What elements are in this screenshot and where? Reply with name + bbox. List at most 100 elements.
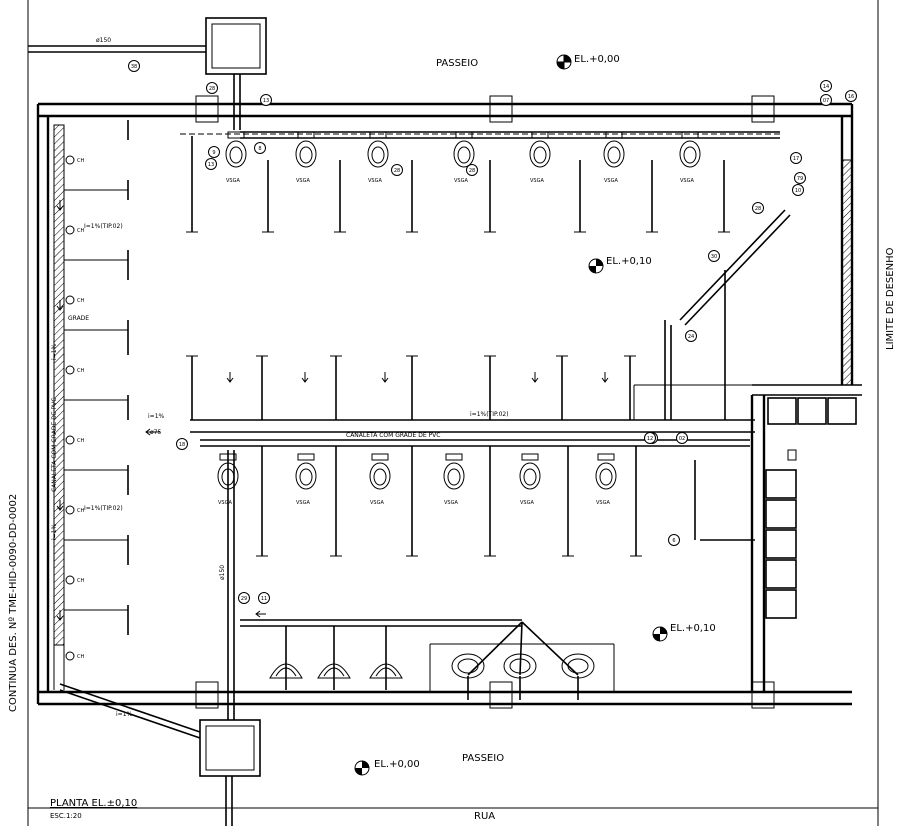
callout-number: 13	[208, 162, 214, 168]
slope-3: i=1%	[148, 413, 165, 420]
callout-number: 28	[209, 86, 215, 92]
toilet-mid: VSGA	[295, 453, 317, 506]
urinals	[269, 626, 403, 690]
callout-bubble: 10	[792, 184, 804, 196]
toilet-top: VSGA	[367, 131, 389, 184]
callout-bubble: 16	[845, 90, 857, 102]
rua-label: RUA	[474, 811, 495, 822]
vsga-label: VSGA	[370, 500, 384, 506]
partitions	[64, 120, 857, 692]
callout-number: 30	[711, 254, 717, 260]
vsga-label: VSGA	[296, 178, 310, 184]
drawing-frame	[27, 0, 879, 826]
toilet-top: VSGA	[529, 131, 551, 184]
callout-bubble: 8	[254, 142, 266, 154]
sink	[561, 653, 595, 700]
callout-number: 14	[823, 84, 829, 90]
callout-number: 29	[241, 596, 247, 602]
toilet-top: VSGA	[295, 131, 317, 184]
floor-drain: CH	[65, 435, 84, 445]
slope-2: i=1%	[51, 523, 58, 540]
callout-bubble: 30	[708, 250, 720, 262]
toilet-mid: VSGA	[217, 453, 239, 506]
callout-bubble: 28	[391, 164, 403, 176]
callout-bubbles: 3828139288281314160779171030241218291112…	[128, 60, 857, 604]
vsga-label: VSGA	[218, 500, 232, 506]
urinal	[369, 626, 403, 690]
floor-drain: CH	[65, 365, 84, 375]
ch-label: CH	[77, 508, 84, 514]
floor-drain: CH	[65, 651, 84, 661]
callout-number: 9	[212, 150, 215, 156]
ch-label: CH	[77, 368, 84, 374]
d75-label: ø75	[150, 429, 161, 436]
passeio-top-label: PASSEIO	[436, 58, 478, 69]
callout-bubble: 9	[208, 146, 220, 158]
passeio-bottom-label: PASSEIO	[462, 753, 504, 764]
canaleta-mid-label: CANALETA COM GRADE DE PVC	[346, 432, 440, 439]
ch-label: CH	[77, 298, 84, 304]
callout-bubble: 38	[128, 60, 140, 72]
elevation-bottom-label: EL.+0,00	[374, 759, 420, 770]
callout-number: 24	[688, 334, 694, 340]
elevation-marker-lower	[652, 626, 668, 642]
sink	[451, 653, 485, 700]
plan-scale: ESC.1:20	[50, 812, 82, 820]
floor-drain: CH	[65, 505, 84, 515]
elevation-marker-bottom	[354, 760, 370, 776]
urinal	[317, 626, 351, 690]
callout-number: 16	[848, 94, 854, 100]
sinks	[451, 653, 595, 700]
toilet-mid: VSGA	[519, 453, 541, 506]
callout-bubble: 13	[205, 158, 217, 170]
callout-number: 8	[258, 146, 261, 152]
callout-bubble: 28	[752, 202, 764, 214]
slope-4: i=1%	[116, 711, 133, 718]
ch-label: CH	[77, 654, 84, 660]
callout-number: 28	[755, 206, 761, 212]
callout-bubble: 11	[258, 592, 270, 604]
callout-number: 28	[469, 168, 475, 174]
callout-number: 02	[679, 436, 685, 442]
vsga-label: VSGA	[530, 178, 544, 184]
vsga-label: VSGA	[296, 500, 310, 506]
vsga-label: VSGA	[520, 500, 534, 506]
toilet-mid: VSGA	[595, 453, 617, 506]
floor-drain: CH	[65, 575, 84, 585]
floor-drain: CH	[65, 225, 84, 235]
vsga-label: VSGA	[680, 178, 694, 184]
callout-number: 10	[795, 188, 801, 194]
elevation-mid-label: EL.+0,10	[606, 256, 652, 267]
canaleta-left-label: CANALETA COM GRADE DE PVC	[51, 398, 58, 492]
toilet-top: VSGA	[453, 131, 475, 184]
callout-bubble: 28	[466, 164, 478, 176]
callout-number: 13	[263, 98, 269, 104]
callout-number: 11	[261, 596, 267, 602]
callout-bubble: 28	[206, 82, 218, 94]
elevation-marker-mid	[588, 258, 604, 274]
floor-drains: CH CH CH CH CH CH CH CH	[65, 155, 84, 661]
sink	[503, 653, 537, 700]
ch-label: CH	[77, 438, 84, 444]
d150-vertical-label: ø150	[219, 565, 226, 580]
vsga-label: VSGA	[596, 500, 610, 506]
callout-bubble: 07	[820, 94, 832, 106]
floor-drain: CH	[65, 155, 84, 165]
ch-label: CH	[77, 578, 84, 584]
callout-number: 18	[179, 442, 185, 448]
ch-label: CH	[77, 228, 84, 234]
callout-number: 38	[131, 64, 137, 70]
toilet-mid: VSGA	[369, 453, 391, 506]
elevation-marker-top	[556, 54, 572, 70]
callout-bubble: 24	[685, 330, 697, 342]
tripod-2: I=1%(TIP.02)	[84, 505, 123, 512]
callout-bubble: 02	[676, 432, 688, 444]
pipe-network	[28, 45, 791, 826]
toilet-top: VSGA	[225, 131, 247, 184]
d150-top-label: ø150	[96, 37, 111, 44]
vsga-label: VSGA	[226, 178, 240, 184]
tripod-3: i=1%(TIP.02)	[470, 411, 509, 418]
